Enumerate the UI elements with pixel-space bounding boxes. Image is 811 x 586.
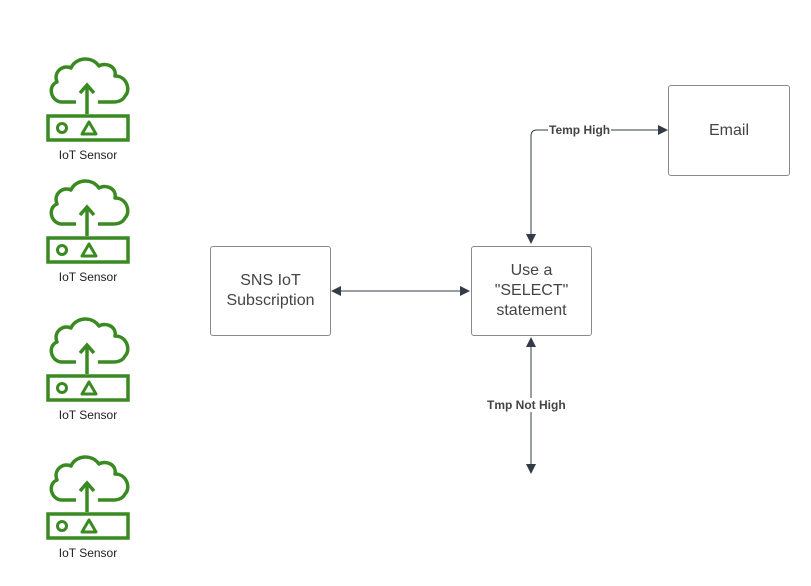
- iot-cloud-upload-icon: [46, 57, 130, 142]
- iot-cloud-upload-icon: [46, 455, 130, 540]
- iot-sensor-1: IoT Sensor: [45, 56, 135, 162]
- temp-high-label: Temp High: [548, 123, 612, 137]
- iot-sensor-label: IoT Sensor: [58, 148, 118, 162]
- temp-high-connector: [526, 125, 668, 244]
- iot-sensor-4: IoT Sensor: [45, 454, 135, 560]
- tmp-not-high-label: Tmp Not High: [486, 398, 567, 412]
- iot-sensor-label: IoT Sensor: [58, 546, 118, 560]
- select-node-label: Use a "SELECT" statement: [494, 262, 569, 319]
- email-node-label: Email: [708, 121, 749, 139]
- select-statement-node[interactable]: Use a "SELECT" statement: [471, 246, 592, 336]
- sns-node-label: SNS IoT Subscription: [226, 272, 315, 309]
- email-node[interactable]: Email: [668, 85, 790, 176]
- sns-iot-subscription-node[interactable]: SNS IoT Subscription: [210, 246, 331, 336]
- iot-sensor-3: IoT Sensor: [45, 316, 135, 422]
- iot-sensor-2: IoT Sensor: [45, 178, 135, 284]
- iot-cloud-upload-icon: [46, 179, 130, 264]
- iot-sensor-label: IoT Sensor: [58, 270, 118, 284]
- iot-sensor-label: IoT Sensor: [58, 408, 118, 422]
- iot-cloud-upload-icon: [46, 317, 130, 402]
